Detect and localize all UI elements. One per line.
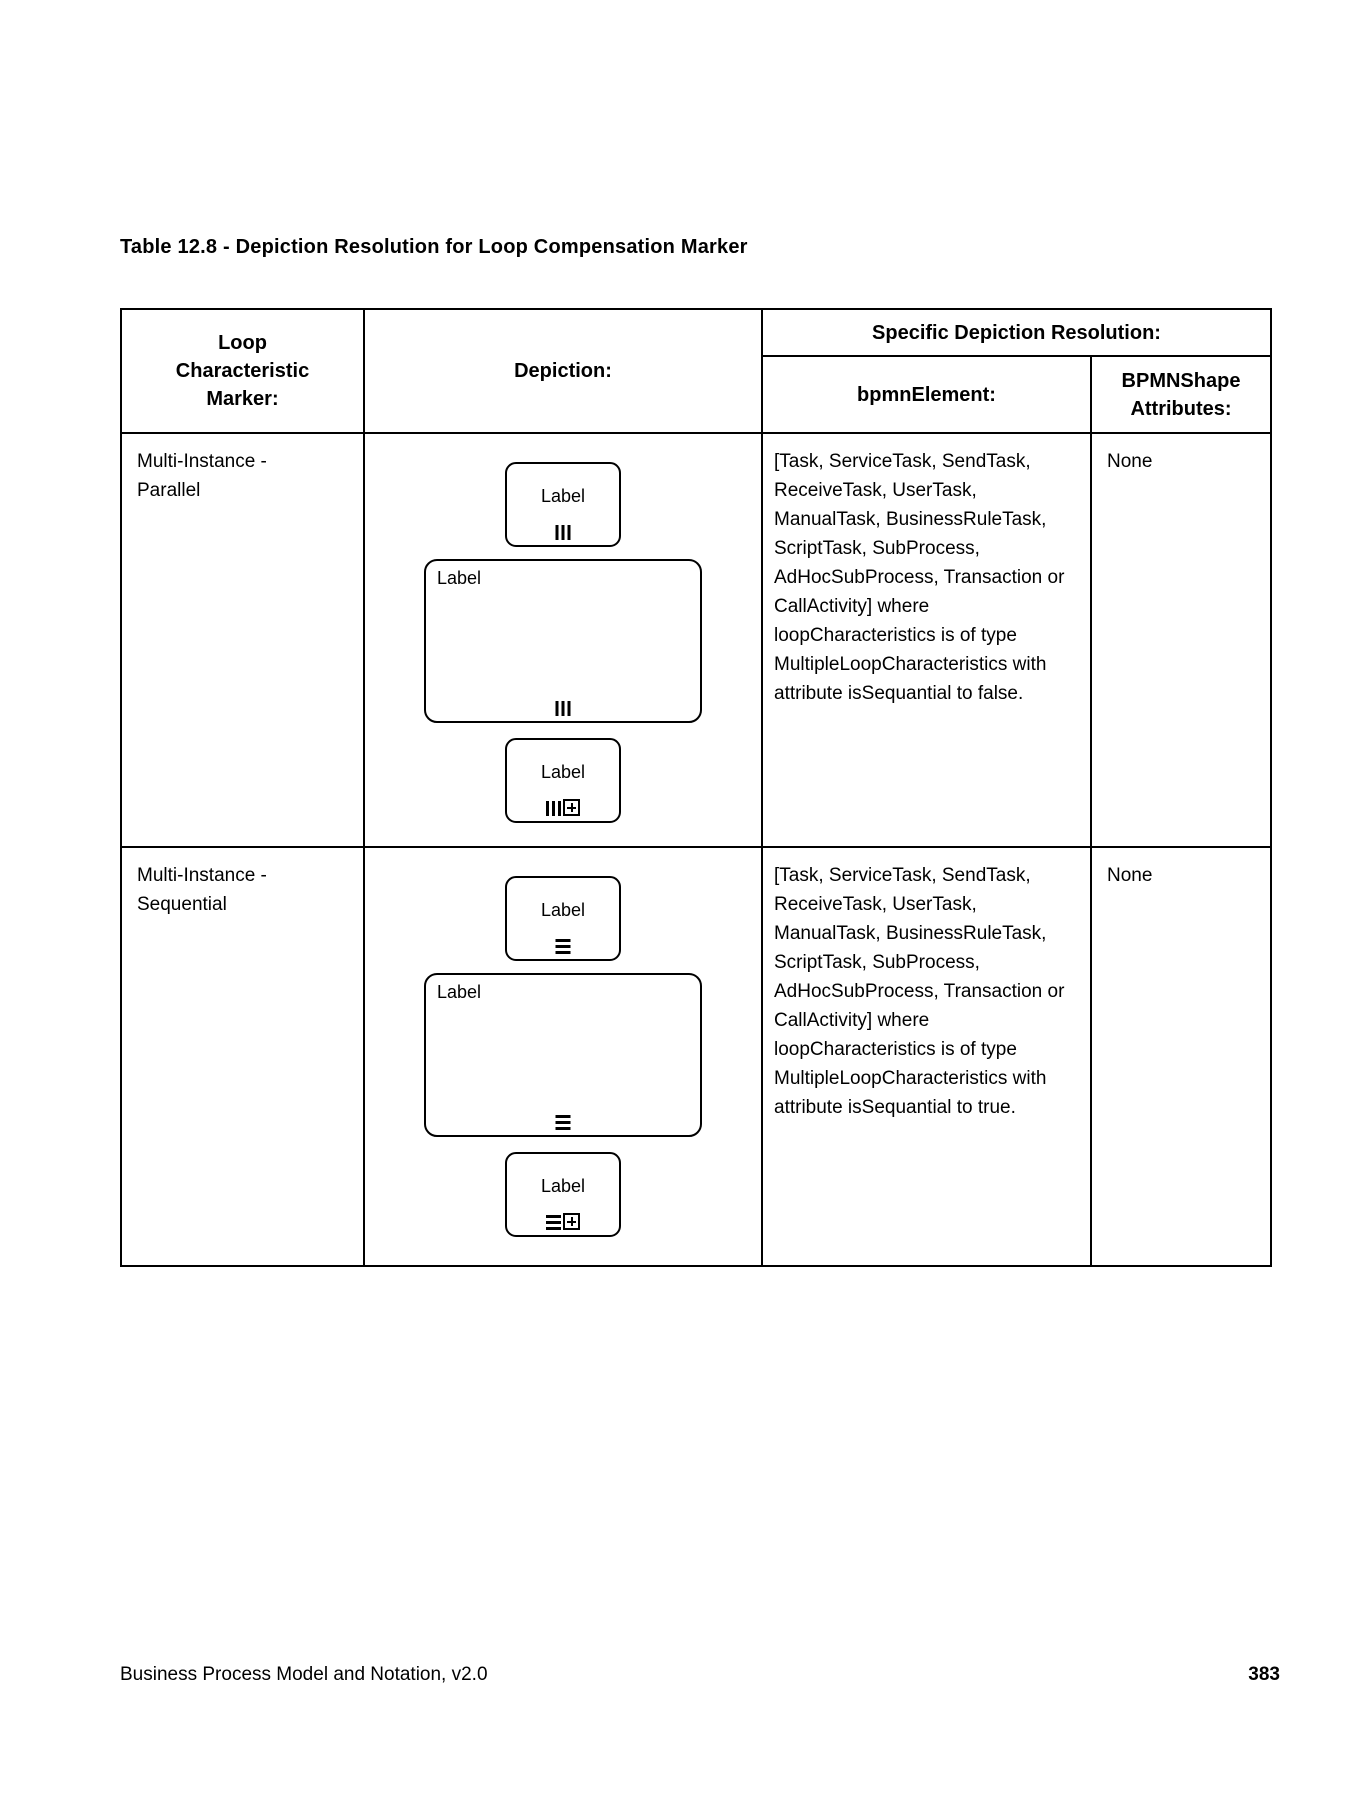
collapsed-subprocess-plus-icon xyxy=(563,799,580,816)
multi-instance-parallel-icon xyxy=(555,525,571,540)
collapsed-subprocess-shape: Label xyxy=(505,738,621,823)
bpmn-element-text: [Task, ServiceTask, SendTask, ReceiveTas… xyxy=(763,848,1092,1265)
page-footer: Business Process Model and Notation, v2.… xyxy=(120,1664,1280,1686)
multi-instance-sequential-icon xyxy=(555,939,571,954)
shape-attributes-text: None xyxy=(1092,434,1270,848)
multi-instance-parallel-icon xyxy=(555,701,571,716)
multi-instance-sequential-collapsed-icon xyxy=(546,1213,580,1230)
task-shape: Label xyxy=(505,462,621,547)
collapsed-subprocess-shape: Label xyxy=(505,1152,621,1237)
subprocess-label: Label xyxy=(437,982,482,1002)
subprocess-shape: Label xyxy=(424,973,702,1137)
header-depiction: Depiction: xyxy=(365,310,763,434)
collapsed-subprocess-plus-icon xyxy=(563,1213,580,1230)
footer-document-title: Business Process Model and Notation, v2.… xyxy=(120,1664,488,1685)
depiction-resolution-table: Loop Characteristic Marker: Depiction: S… xyxy=(120,308,1272,1267)
task-label: Label xyxy=(540,900,586,920)
task-label: Label xyxy=(540,762,586,782)
shape-attributes-text: None xyxy=(1107,865,1153,886)
page-number: 383 xyxy=(1248,1664,1280,1685)
header-bpmn-element: bpmnElement: xyxy=(763,357,1092,434)
row-marker-multi-instance-sequential: Multi-Instance - Sequential xyxy=(122,848,365,1265)
task-label: Label xyxy=(540,486,586,506)
table-caption: Table 12.8 - Depiction Resolution for Lo… xyxy=(120,236,748,258)
task-label: Label xyxy=(540,1176,586,1196)
subprocess-shape: Label xyxy=(424,559,702,723)
header-specific-depiction-resolution: Specific Depiction Resolution: xyxy=(763,310,1270,357)
multi-instance-parallel-collapsed-icon xyxy=(546,799,580,816)
bpmn-element-text: [Task, ServiceTask, SendTask, ReceiveTas… xyxy=(763,434,1092,848)
subprocess-label: Label xyxy=(437,568,482,588)
row-marker-multi-instance-parallel: Multi-Instance - Parallel xyxy=(122,434,365,848)
multi-instance-sequential-icon xyxy=(555,1115,571,1130)
depiction-cell-sequential: Label Label Label xyxy=(365,848,763,1265)
header-bpmnshape-attributes: BPMNShape Attributes: xyxy=(1092,357,1270,434)
task-shape: Label xyxy=(505,876,621,961)
header-loop-characteristic-marker: Loop Characteristic Marker: xyxy=(122,310,365,434)
depiction-cell-parallel: Label Label Label xyxy=(365,434,763,848)
